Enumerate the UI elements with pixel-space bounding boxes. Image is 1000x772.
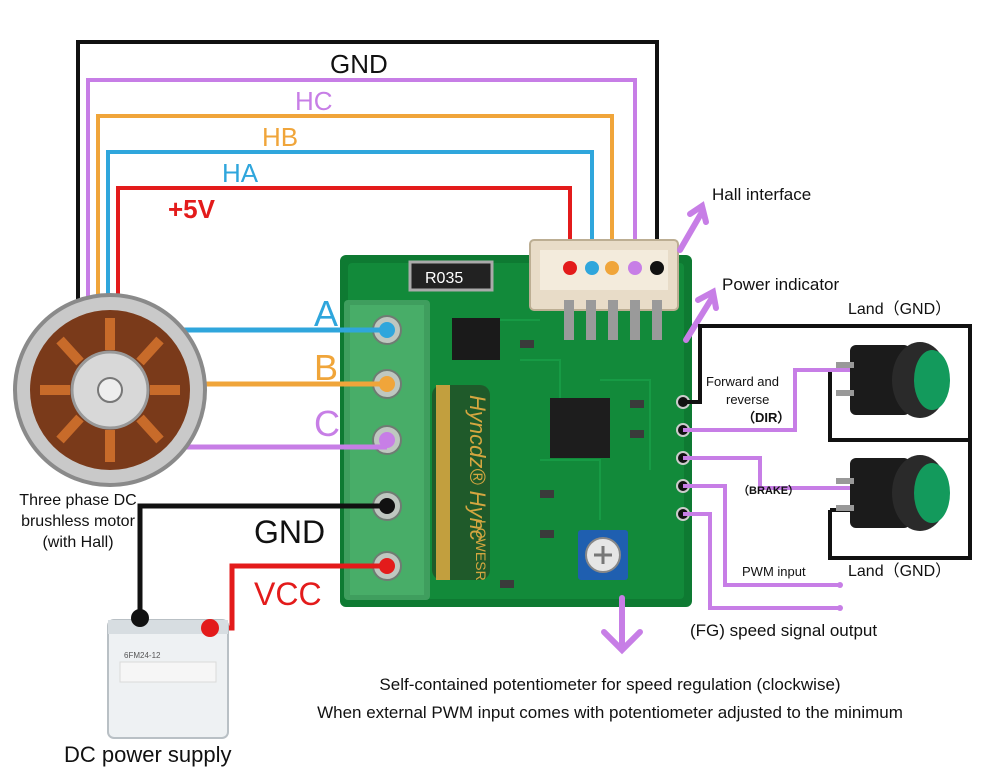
note-line-2: When external PWM input comes with poten…	[317, 703, 903, 722]
brake-label: （BRAKE）	[738, 484, 799, 497]
gnd-power-label: GND	[254, 514, 325, 550]
dir-label: （DIR）	[742, 410, 790, 425]
battery-model: 6FM24-12	[124, 651, 161, 660]
pin-gnd	[650, 261, 664, 275]
pin-hb	[605, 261, 619, 275]
power-indicator-label: Power indicator	[722, 275, 840, 294]
hb-wire	[96, 114, 614, 300]
fg-wire	[683, 512, 840, 610]
hc-label: HC	[295, 86, 333, 116]
shunt-resistor	[408, 260, 494, 292]
potentiometer-icon	[578, 530, 628, 580]
plus5v-label: +5V	[168, 194, 216, 224]
terminal-block	[344, 300, 430, 600]
hc-wire	[86, 78, 637, 300]
phase-b-label: B	[314, 347, 338, 388]
gnd-power-wire	[137, 503, 387, 618]
pin-plus5v	[563, 261, 577, 275]
control-wires	[683, 368, 850, 610]
land-gnd-top-label: Land（GND）	[848, 300, 951, 318]
pwm-input-label: PWM input	[742, 564, 806, 579]
hall-connector	[529, 239, 679, 340]
phase-wires	[175, 327, 387, 450]
hall-interface-label: Hall interface	[712, 185, 811, 204]
vcc-label: VCC	[254, 576, 322, 612]
hall-wires	[76, 40, 659, 300]
push-button-icon	[836, 455, 950, 531]
power-supply-label: DC power supply	[64, 742, 232, 767]
callout-arrows	[677, 201, 719, 343]
pwm-wire	[683, 484, 840, 587]
gnd-wire	[76, 40, 659, 300]
forward-reverse-label-1: Forward and	[706, 374, 779, 389]
down-arrow-icon	[601, 595, 643, 655]
phase-c-label: C	[314, 403, 340, 444]
brake-wire	[683, 456, 850, 490]
small-ic	[452, 318, 500, 360]
motor-label-3: (with Hall)	[42, 534, 113, 551]
dir-wire	[683, 368, 850, 432]
capacitor-sub: LOWESR	[473, 520, 489, 581]
brushless-motor-icon	[13, 293, 207, 487]
battery-icon: 6FM24-12	[107, 609, 229, 739]
pin-hc	[628, 261, 642, 275]
resistor-label: R035	[425, 270, 463, 287]
ha-label: HA	[222, 158, 259, 188]
hb-label: HB	[262, 122, 298, 152]
motor-label-1: Three phase DC	[19, 492, 136, 509]
main-ic	[550, 398, 610, 458]
phase-a-label: A	[314, 293, 338, 334]
plus5v-wire	[116, 186, 572, 300]
pin-ha	[585, 261, 599, 275]
fg-output-label: (FG) speed signal output	[690, 621, 877, 640]
ha-wire	[106, 150, 594, 300]
note-line-1: Self-contained potentiometer for speed r…	[379, 675, 840, 694]
gnd-top-label: GND	[330, 49, 388, 79]
land-gnd-bottom-label: Land（GND）	[848, 562, 951, 580]
forward-reverse-label-2: reverse	[726, 392, 769, 407]
motor-label-2: brushless motor	[21, 513, 135, 530]
push-button-icon	[836, 342, 950, 418]
capacitor-brand: Hyncdz® Hync	[465, 395, 490, 541]
